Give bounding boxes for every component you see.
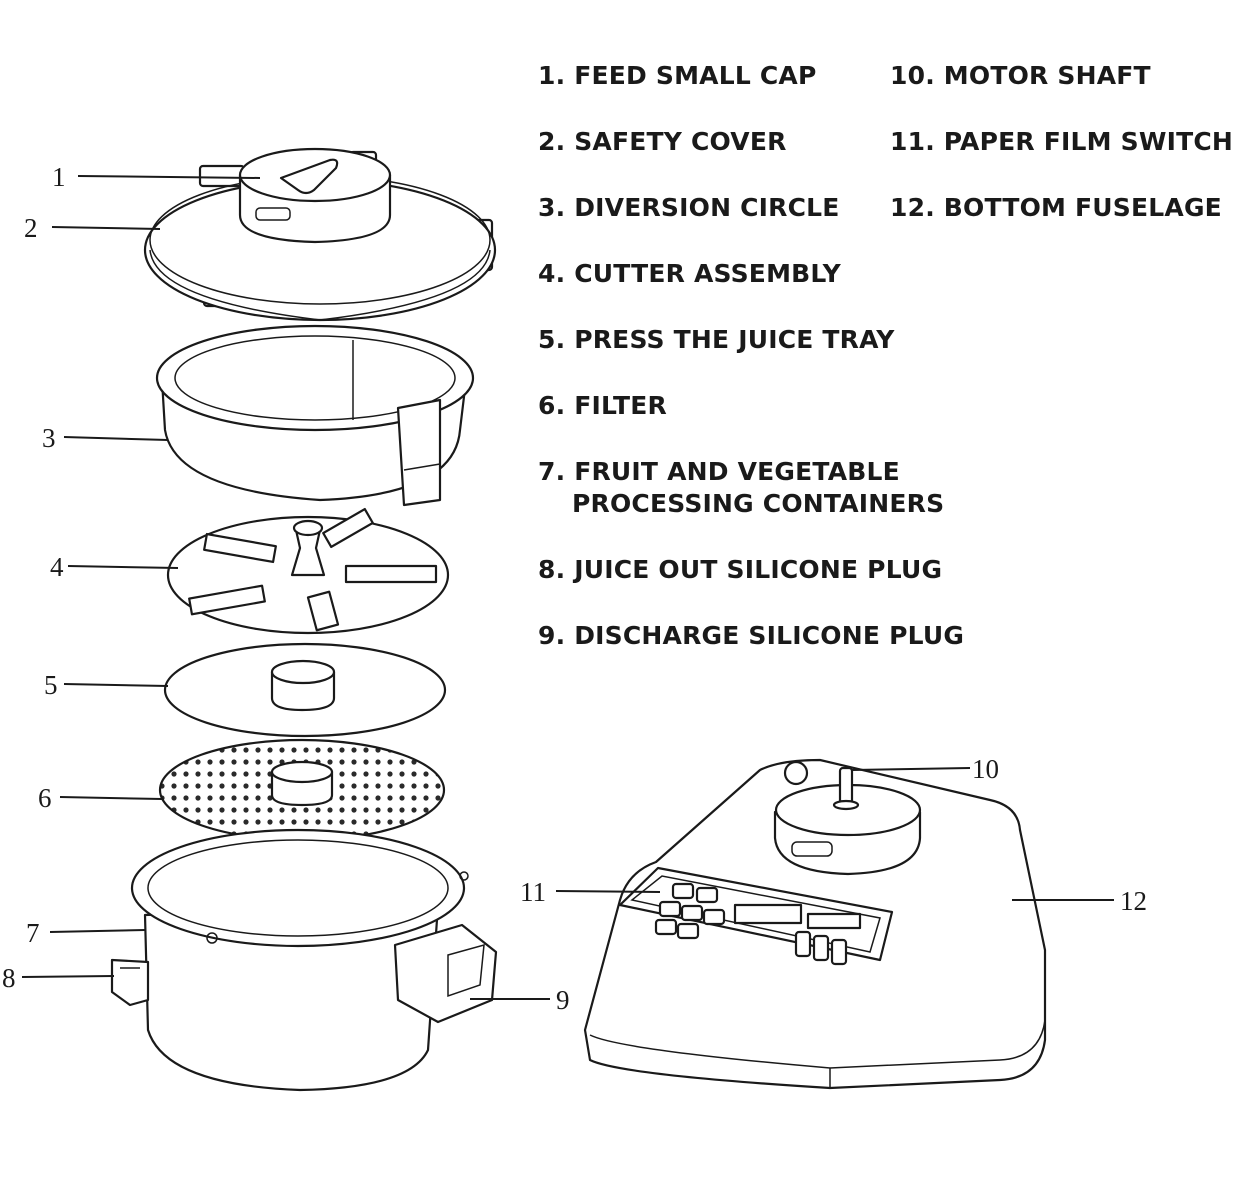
safety-cover <box>143 150 497 322</box>
legend-text: 8. JUICE OUT SILICONE PLUG <box>538 555 943 584</box>
legend-item-11: 11. PAPER FILM SWITCH <box>890 126 1233 158</box>
callout-8: 8 <box>2 963 16 993</box>
drawing: 1 2 3 4 5 6 7 8 9 10 11 12 <box>2 147 1147 1092</box>
legend-item-2: 2. SAFETY COVER <box>538 126 787 158</box>
legend-text: 6. FILTER <box>538 391 667 420</box>
exploded-diagram: 1. FEED SMALL CAP 2. SAFETY COVER 3. DIV… <box>2 60 1233 1092</box>
legend-text: 10. MOTOR SHAFT <box>890 61 1151 90</box>
callout-2: 2 <box>24 213 38 243</box>
callout-1: 1 <box>52 162 66 192</box>
legend-item-7: 7. FRUIT AND VEGETABLE PROCESSING CONTAIN… <box>538 456 944 520</box>
legend-item-5: 5. PRESS THE JUICE TRAY <box>538 324 895 356</box>
legend-item-4: 4. CUTTER ASSEMBLY <box>538 258 841 290</box>
processing-container <box>110 828 498 1092</box>
callout-3: 3 <box>42 423 56 453</box>
legend-text: 4. CUTTER ASSEMBLY <box>538 259 841 288</box>
bottom-fuselage <box>583 758 1047 1090</box>
legend-item-9: 9. DISCHARGE SILICONE PLUG <box>538 620 964 652</box>
diversion-circle <box>155 324 475 507</box>
leader-lines <box>21 175 1114 1000</box>
callout-6: 6 <box>38 783 52 813</box>
filter <box>158 738 446 842</box>
juice-tray <box>163 642 447 738</box>
legend-text: 5. PRESS THE JUICE TRAY <box>538 325 895 354</box>
callout-7: 7 <box>26 918 40 948</box>
legend-item-3: 3. DIVERSION CIRCLE <box>538 192 840 224</box>
legend-item-1: 1. FEED SMALL CAP <box>538 60 817 92</box>
legend-item-6: 6. FILTER <box>538 390 667 422</box>
callout-5: 5 <box>44 670 58 700</box>
legend-text: 7. FRUIT AND VEGETABLE <box>538 457 900 486</box>
legend-item-10: 10. MOTOR SHAFT <box>890 60 1151 92</box>
legend-text: 1. FEED SMALL CAP <box>538 61 817 90</box>
callout-10: 10 <box>972 754 999 784</box>
feed-small-cap <box>238 147 392 244</box>
legend-item-8: 8. JUICE OUT SILICONE PLUG <box>538 554 942 586</box>
legend-text: 2. SAFETY COVER <box>538 127 787 156</box>
legend-text: 12. BOTTOM FUSELAGE <box>890 193 1222 222</box>
cutter-assembly <box>166 507 450 635</box>
legend-text-line2: PROCESSING CONTAINERS <box>572 489 945 518</box>
legend-text: 3. DIVERSION CIRCLE <box>538 193 840 222</box>
legend-text: 11. PAPER FILM SWITCH <box>890 127 1233 156</box>
callout-numbers: 1 2 3 4 5 6 7 8 9 10 11 12 <box>2 162 1147 1015</box>
callout-4: 4 <box>50 552 64 582</box>
callout-11: 11 <box>520 877 546 907</box>
legend-text: 9. DISCHARGE SILICONE PLUG <box>538 621 965 650</box>
callout-12: 12 <box>1120 886 1147 916</box>
callout-9: 9 <box>556 985 570 1015</box>
legend-item-12: 12. BOTTOM FUSELAGE <box>890 192 1222 224</box>
